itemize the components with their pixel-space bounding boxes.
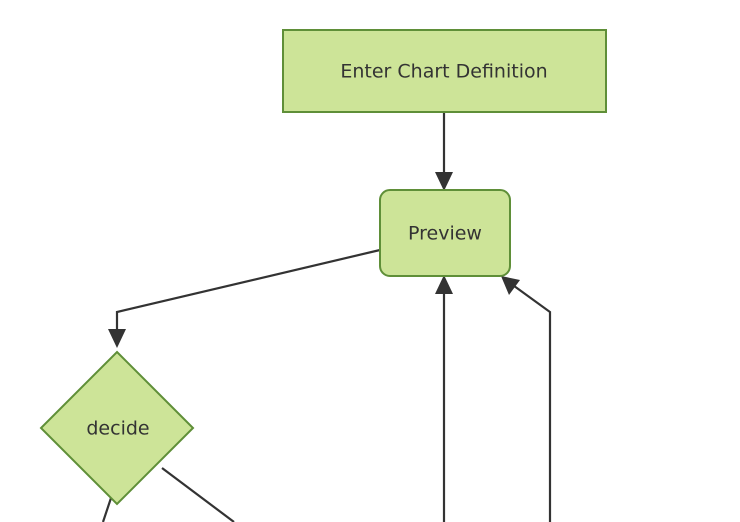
arrow-head-icon (435, 275, 453, 294)
node-shape-rounded-rectangle (379, 189, 511, 277)
node-shape-rectangle (282, 29, 607, 113)
edge-right-up-to-preview (501, 276, 552, 522)
edge-preview-to-decide (108, 248, 381, 348)
edge-center-up-to-preview (435, 275, 453, 522)
arrow-head-icon (435, 172, 453, 191)
edge-decide-left-out (101, 497, 113, 522)
arrow-head-icon (501, 276, 520, 295)
node-label-enter-chart-definition: Enter Chart Definition (340, 61, 547, 83)
node-label-decide: decide (86, 418, 149, 440)
node-label-preview: Preview (408, 223, 482, 245)
edge-enter-to-preview (435, 112, 453, 191)
node-preview[interactable]: Preview (379, 189, 511, 277)
node-decide[interactable]: decide (39, 350, 195, 506)
node-shape-diamond (39, 350, 195, 506)
node-enter-chart-definition[interactable]: Enter Chart Definition (282, 29, 607, 113)
edge-decide-right-out (161, 467, 235, 522)
arrow-head-icon (108, 329, 126, 348)
